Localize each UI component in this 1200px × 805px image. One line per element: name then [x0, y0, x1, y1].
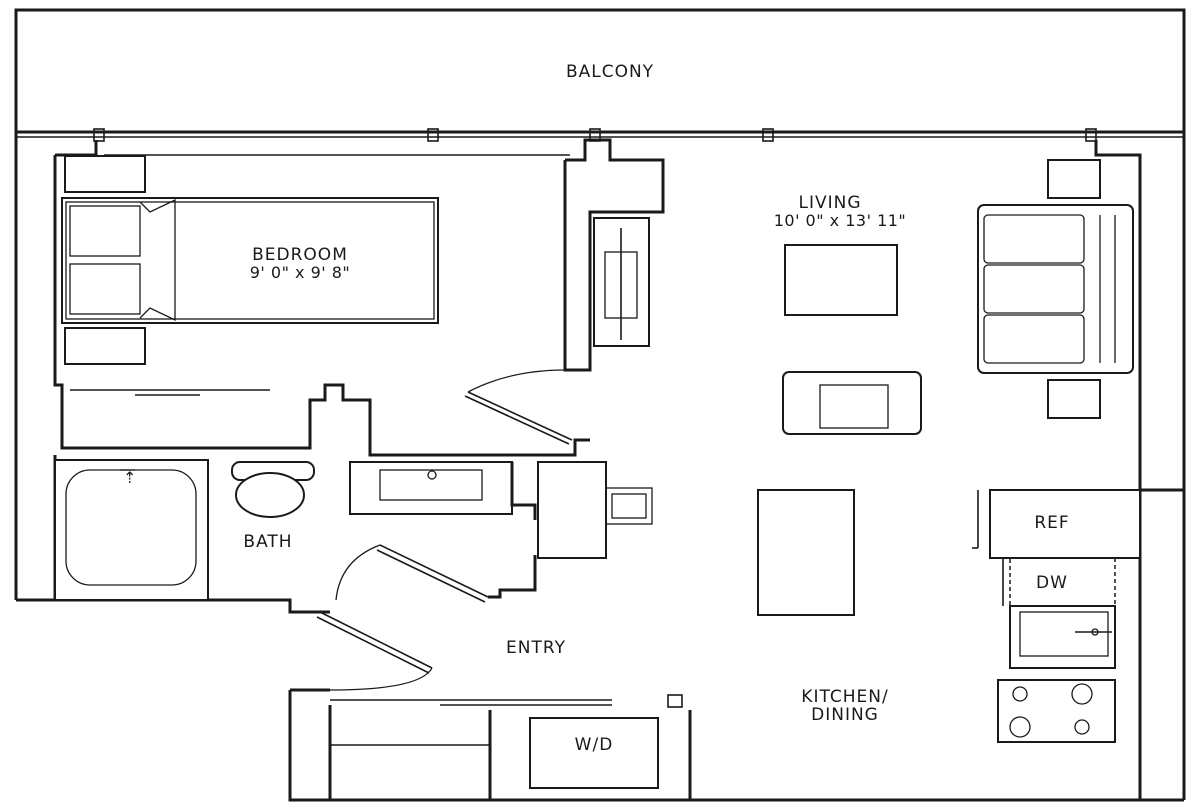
- tub-faucet-icon: ⇡: [123, 468, 137, 487]
- kitchen-appliances: REF DW: [972, 489, 1141, 743]
- bedroom-door[interactable]: [464, 369, 573, 445]
- kitchen-dining: KITCHEN/ DINING: [537, 461, 888, 725]
- entry-label: ENTRY: [506, 638, 566, 658]
- living-dims: 10' 0" x 13' 11": [774, 211, 907, 230]
- side-table: [1047, 159, 1101, 199]
- bath: ⇡ BATH: [53, 455, 537, 601]
- bedroom: BEDROOM 9' 0" x 9' 8": [61, 155, 439, 365]
- burner: [1012, 686, 1028, 702]
- vanity: [349, 461, 513, 515]
- partition-walls: [60, 138, 665, 457]
- sink: [1019, 611, 1109, 657]
- wd-label: W/D: [575, 735, 614, 755]
- sink-counter: [1009, 605, 1116, 669]
- dining-table: [757, 489, 855, 616]
- island: [537, 461, 607, 559]
- entry-door[interactable]: [316, 611, 433, 691]
- side-table: [1047, 379, 1101, 419]
- nightstand: [64, 327, 146, 365]
- kitchen-label-line2: DINING: [811, 705, 879, 725]
- coffee-table: [784, 244, 898, 316]
- kitchen-label-line1: KITCHEN/: [801, 687, 888, 707]
- bath-door[interactable]: [335, 544, 537, 603]
- living: LIVING 10' 0" x 13' 11": [774, 159, 1134, 435]
- bed: [61, 197, 439, 324]
- washer-dryer: [529, 717, 659, 789]
- cooktop: [997, 679, 1116, 743]
- dw-label: DW: [1036, 573, 1068, 593]
- bedroom-dims: 9' 0" x 9' 8": [250, 263, 351, 282]
- burner: [1009, 716, 1031, 738]
- toilet: [231, 461, 315, 518]
- bath-label: BATH: [243, 532, 292, 552]
- armchair: [782, 371, 922, 435]
- entry: ENTRY W/D: [316, 611, 692, 800]
- balcony: BALCONY: [14, 8, 1186, 142]
- nightstand: [64, 155, 146, 193]
- burner: [1074, 719, 1090, 735]
- living-label: LIVING: [798, 193, 861, 213]
- refrigerator: [989, 489, 1141, 559]
- burner: [1071, 683, 1093, 705]
- balcony-label: BALCONY: [566, 62, 654, 82]
- ref-label: REF: [1034, 513, 1069, 533]
- bedroom-label: BEDROOM: [252, 245, 348, 265]
- sofa: [977, 204, 1134, 374]
